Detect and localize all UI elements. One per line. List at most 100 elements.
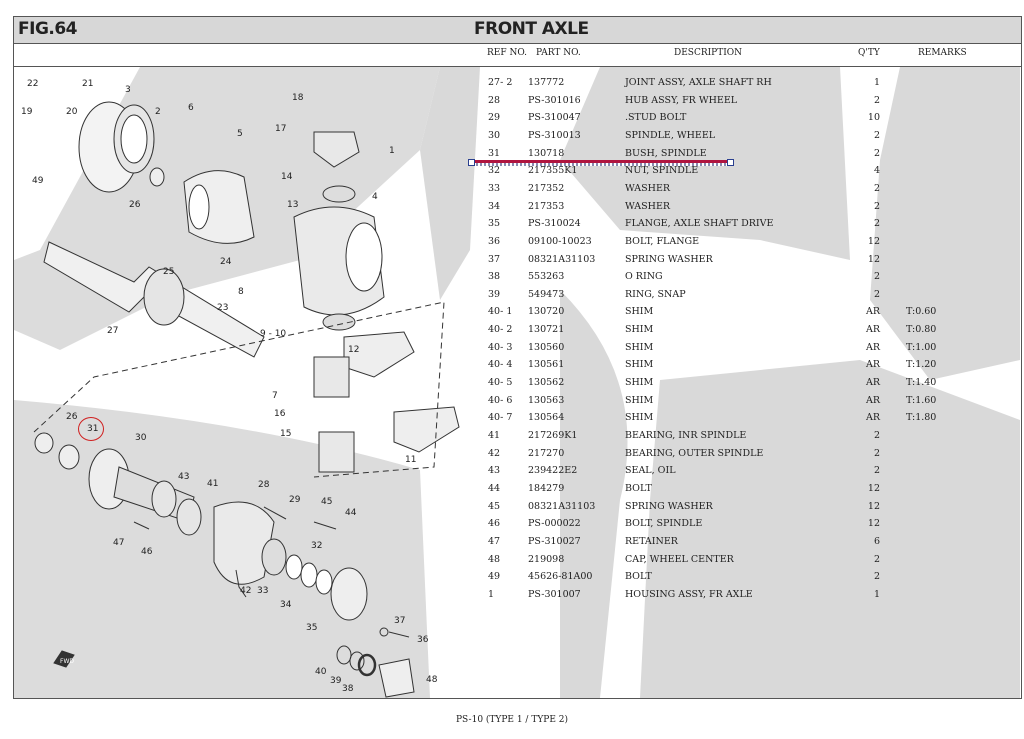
part-number-cell: 130560	[528, 341, 565, 353]
description-cell: RETAINER	[625, 535, 678, 547]
page-frame	[13, 16, 1022, 699]
column-header-row: REF NO. PART NO. DESCRIPTION Q'TY REMARK…	[14, 44, 1021, 67]
selection-handle-left[interactable]	[468, 159, 475, 166]
ref-cell: 40- 7	[488, 412, 513, 424]
description-cell: BOLT, SPINDLE	[625, 518, 703, 530]
remarks-cell: T:1.80	[906, 412, 937, 424]
part-number-cell: 130720	[528, 306, 565, 318]
callout-24: 24	[220, 257, 232, 267]
callout-3: 3	[125, 85, 131, 95]
ref-cell: 40- 4	[488, 359, 513, 371]
ref-cell: 42	[488, 447, 501, 459]
selection-hatch	[472, 163, 730, 166]
qty-cell: 2	[873, 553, 880, 565]
callout-43: 43	[178, 472, 189, 482]
fwd-arrow-icon: FWD	[60, 658, 74, 665]
qty-cell: 2	[873, 447, 880, 459]
part-number-cell: PS-301007	[528, 588, 581, 600]
callout-42: 42	[240, 586, 251, 596]
remarks-cell: T:0.80	[906, 324, 937, 336]
highlight-circle-31	[78, 417, 104, 441]
callout-34: 34	[280, 600, 292, 610]
callout-46: 46	[141, 547, 153, 557]
part-number-cell: 130561	[528, 359, 565, 371]
callout-49: 49	[32, 176, 44, 186]
ref-cell: 47	[488, 535, 501, 547]
description-cell: BOLT, FLANGE	[625, 235, 700, 247]
qty-cell: AR	[865, 394, 880, 406]
ref-cell: 34	[488, 200, 501, 212]
col-remarks: REMARKS	[918, 48, 967, 58]
description-cell: SPRING WASHER	[625, 253, 713, 265]
part-number-cell: 217353	[528, 200, 565, 212]
qty-cell: 2	[873, 430, 880, 441]
description-cell: JOINT ASSY, AXLE SHAFT RH	[625, 77, 772, 88]
ref-cell: 38	[488, 271, 501, 283]
ref-cell: 37	[488, 253, 501, 265]
qty-cell: 2	[873, 182, 880, 194]
ref-cell: 28	[488, 94, 501, 106]
callout-2: 2	[155, 107, 161, 117]
callout-47: 47	[113, 538, 124, 548]
callout-30: 30	[135, 433, 147, 443]
callout-7: 7	[272, 391, 278, 401]
col-ref-no: REF NO.	[487, 48, 528, 58]
part-number-cell: 219098	[528, 553, 565, 565]
page-footer: PS-10 (TYPE 1 / TYPE 2)	[456, 715, 568, 725]
description-cell: BUSH, SPINDLE	[625, 147, 707, 159]
description-cell: SHIM	[625, 341, 654, 353]
ref-cell: 40- 2	[488, 324, 513, 336]
callout-27: 27	[107, 326, 118, 336]
callout-28: 28	[258, 480, 270, 490]
part-number-cell: 217269K1	[528, 430, 578, 441]
qty-cell: 6	[873, 535, 880, 547]
ref-cell: 45	[488, 500, 501, 512]
description-cell: WASHER	[625, 182, 671, 194]
part-number-cell: 130562	[528, 377, 565, 389]
part-number-cell: PS-310013	[528, 129, 581, 141]
callout-1: 1	[389, 146, 395, 156]
qty-cell: 12	[867, 482, 880, 494]
callout-20: 20	[66, 107, 78, 117]
callout-labels: 22 21 20 19 3 2 6 18 17 1 5 49 26 14 4 1…	[21, 79, 438, 694]
callout-9-10: 9 - 10	[260, 329, 286, 339]
callout-38: 38	[342, 684, 354, 694]
ref-cell: 33	[488, 182, 501, 194]
description-cell: BOLT	[625, 571, 652, 583]
callout-13: 13	[287, 200, 298, 210]
part-number-cell: 184279	[528, 482, 565, 494]
qty-cell: 1	[873, 588, 880, 600]
part-number-cell: PS-310047	[528, 112, 581, 124]
qty-cell: AR	[865, 306, 880, 318]
callout-48: 48	[426, 675, 438, 685]
ref-cell: 40- 6	[488, 394, 513, 406]
part-number-cell: 239422E2	[528, 465, 578, 477]
ref-cell: 30	[488, 129, 501, 141]
callout-15: 15	[280, 429, 291, 439]
callout-40: 40	[315, 667, 327, 677]
ref-cell: 48	[488, 553, 501, 565]
part-number-cell: PS-310027	[528, 535, 581, 547]
callout-44: 44	[345, 508, 357, 518]
callout-17: 17	[275, 124, 286, 134]
qty-cell: 2	[873, 288, 880, 300]
callout-26: 26	[129, 200, 141, 210]
part-number-cell: 130721	[528, 324, 565, 336]
callout-26b: 26	[66, 412, 78, 422]
remarks-cell: T:1.60	[906, 394, 937, 406]
qty-cell: 2	[873, 94, 880, 106]
callout-12: 12	[348, 345, 359, 355]
qty-cell: 2	[873, 465, 880, 477]
ref-cell: 39	[488, 288, 501, 300]
qty-cell: AR	[865, 359, 880, 371]
part-number-cell: 217355K1	[528, 165, 578, 177]
description-cell: RING, SNAP	[625, 288, 686, 300]
ref-cell: 46	[488, 518, 501, 530]
qty-cell: 10	[867, 112, 880, 124]
part-number-cell: 137772	[528, 77, 565, 88]
qty-cell: 2	[873, 200, 880, 212]
ref-cell: 32	[488, 165, 501, 177]
part-number-cell: 130718	[528, 147, 565, 159]
ref-cell: 40- 5	[488, 377, 513, 389]
selection-handle-right[interactable]	[727, 159, 734, 166]
